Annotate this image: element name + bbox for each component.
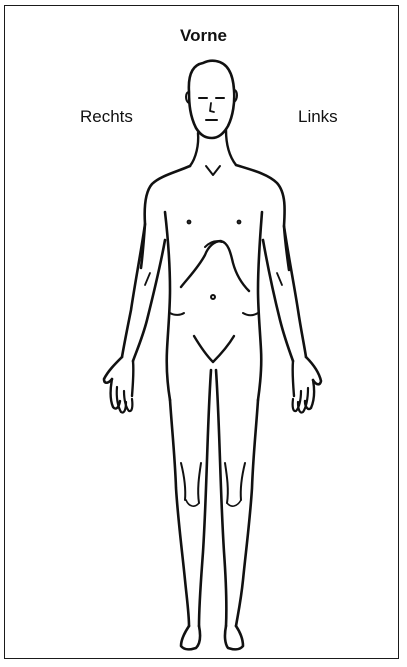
hand-outline-left (293, 357, 321, 413)
foot-outline-right (181, 626, 200, 649)
leg-outline-right (170, 370, 211, 626)
leg-outline-left (216, 370, 258, 626)
foot-outline-left (225, 626, 243, 649)
hand-outline-right (104, 357, 133, 413)
head-outline (186, 61, 237, 138)
arm-outline-left (263, 226, 306, 361)
